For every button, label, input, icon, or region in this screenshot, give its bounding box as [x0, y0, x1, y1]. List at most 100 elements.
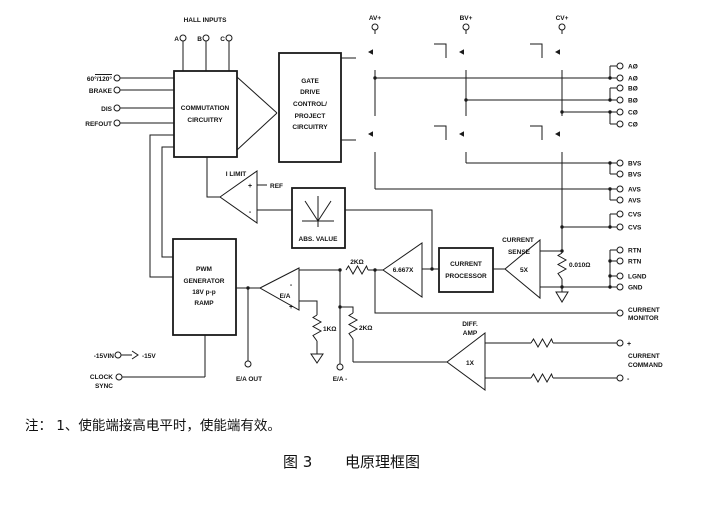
gate-drive-line5: CIRCUITRY	[292, 124, 328, 131]
current-processor-box	[438, 247, 494, 293]
terminal-rtn2	[616, 257, 624, 265]
terminal-avs1	[616, 185, 624, 193]
terminal-cvs2-label: CVS	[628, 225, 642, 232]
terminal-cvs1	[616, 210, 624, 218]
gain-6667x-label: 6.667X	[393, 267, 414, 274]
abs-value-label: ABS. VALUE	[299, 236, 339, 243]
input-refout-label: REFOUT	[85, 121, 112, 128]
terminal-gnd	[616, 283, 624, 291]
caption-title: 电原理框图	[345, 453, 420, 471]
sync-label: SYNC	[95, 383, 113, 390]
current-sense-amp: 5X CURRENT SENSE 0.010Ω	[493, 152, 617, 303]
supply-bv-terminal	[462, 23, 470, 31]
supply-av-terminal	[371, 23, 379, 31]
resistor-1k	[311, 314, 323, 342]
terminal-a1	[616, 62, 624, 70]
sense-5x-label: 5X	[520, 267, 529, 274]
terminal-cvs2	[616, 223, 624, 231]
input-dis-label: DIS	[101, 106, 113, 113]
current-processor-line1: CURRENT	[450, 261, 482, 268]
terminal-b2	[616, 96, 624, 104]
hall-c-terminal	[225, 34, 233, 42]
error-amp: E/A OUT - E/A + 1KΩ	[236, 267, 340, 383]
ea-out-label: E/A OUT	[236, 376, 262, 383]
ea-triangle	[258, 267, 300, 311]
current-monitor-terminal	[616, 309, 624, 317]
shunt-resistor	[556, 252, 568, 280]
ref-label: REF	[270, 183, 283, 190]
diff-amp: DIFF. AMP 1X + - CURRENT COMMAND	[446, 321, 663, 391]
diff-amp-triangle	[446, 331, 486, 391]
sense-5x-triangle	[504, 238, 541, 300]
hall-inputs-label: HALL INPUTS	[184, 17, 228, 24]
input-brake-terminal	[113, 86, 121, 94]
resistor-2k-feedback	[345, 264, 369, 276]
hall-b-terminal	[202, 34, 210, 42]
command-minus-sign: -	[627, 376, 630, 383]
gate-drive-box	[278, 52, 342, 163]
command-plus-terminal	[616, 339, 624, 347]
control-inputs: 60°/120° BRAKE DIS REFOUT	[85, 74, 174, 128]
terminal-bvs1	[616, 159, 624, 167]
pwm-line3: 18V p-p	[192, 289, 216, 296]
resistor-2k-input	[347, 312, 359, 340]
current-processor-line2: PROCESSOR	[445, 273, 487, 280]
supply-cv-terminal	[558, 23, 566, 31]
diff-amp-label1: DIFF.	[462, 321, 478, 328]
terminal-bvs2-label: BVS	[628, 172, 642, 179]
terminal-c2-label: CØ	[628, 122, 638, 129]
bottom-left-pins: -15VIN -15V CLOCK SYNC	[90, 335, 206, 390]
terminal-a2	[616, 74, 624, 82]
hall-pin-b-label: B	[197, 36, 202, 43]
resistor-1k-label: 1KΩ	[323, 326, 337, 333]
input-60-120-terminal	[113, 74, 121, 82]
ea-minus-label: E/A -	[333, 376, 348, 383]
current-sense-label1: CURRENT	[502, 237, 534, 244]
pwm-line4: RAMP	[194, 300, 214, 307]
ea-label: E/A	[280, 293, 291, 300]
ea-minus-sign: -	[290, 282, 293, 289]
gain-6667x-triangle	[382, 242, 423, 298]
terminal-avs2-label: AVS	[628, 198, 642, 205]
terminal-b1-label: BØ	[628, 86, 638, 93]
clock-label: CLOCK	[90, 374, 113, 381]
pwm-generator-block: PWM GENERATOR 18V p-p RAMP	[149, 134, 237, 336]
shunt-resistor-label: 0.010Ω	[569, 262, 590, 269]
hall-pin-a-label: A	[174, 36, 179, 43]
ground-symbol	[310, 353, 324, 364]
current-command-label2: COMMAND	[628, 362, 663, 369]
terminal-bvs2	[616, 170, 624, 178]
ea-summing-node: 2KΩ E/A - 2KΩ	[333, 259, 447, 383]
arrow-right	[131, 350, 139, 360]
gate-drive-line4: PROJECT	[295, 113, 326, 120]
commutation-bus-chevron	[236, 76, 278, 151]
neg15v-label: -15V	[142, 353, 156, 360]
ea-plus-sign: +	[289, 304, 293, 311]
terminal-bvs1-label: BVS	[628, 161, 642, 168]
pwm-line1: PWM	[196, 266, 212, 273]
terminal-rtn2-label: RTN	[628, 259, 642, 266]
supply-av-label: AV+	[369, 15, 382, 22]
terminal-a1-label: AØ	[628, 64, 638, 71]
pwm-box	[172, 238, 237, 336]
neg15vin-terminal	[114, 351, 122, 359]
commutation-block: COMMUTATION CIRCUITRY	[173, 70, 238, 158]
terminal-lgnd	[616, 272, 624, 280]
diff-amp-gain-label: 1X	[466, 360, 475, 367]
resistor-2k-feedback-label: 2KΩ	[350, 259, 364, 266]
gate-drive-block: GATE DRIVE CONTROL/ PROJECT CIRCUITRY	[278, 52, 342, 163]
terminal-b2-label: BØ	[628, 98, 638, 105]
input-brake-label: BRAKE	[89, 88, 113, 95]
gate-drive-line3: CONTROL/	[293, 101, 327, 108]
input-60-120-label: 60°/120°	[87, 75, 112, 83]
terminal-c1-label: CØ	[628, 110, 638, 117]
current-sense-label2: SENSE	[508, 249, 531, 256]
command-plus-sign: +	[627, 341, 631, 348]
command-resistor-plus	[530, 337, 554, 349]
note-text: 注： 1、使能端接高电平时，使能端有效。	[25, 417, 281, 434]
input-refout-terminal	[113, 119, 121, 127]
i-limit-comparator: I LIMIT + - REF	[206, 157, 292, 224]
current-processor-block: CURRENT PROCESSOR	[438, 247, 494, 293]
command-minus-terminal	[616, 374, 624, 382]
